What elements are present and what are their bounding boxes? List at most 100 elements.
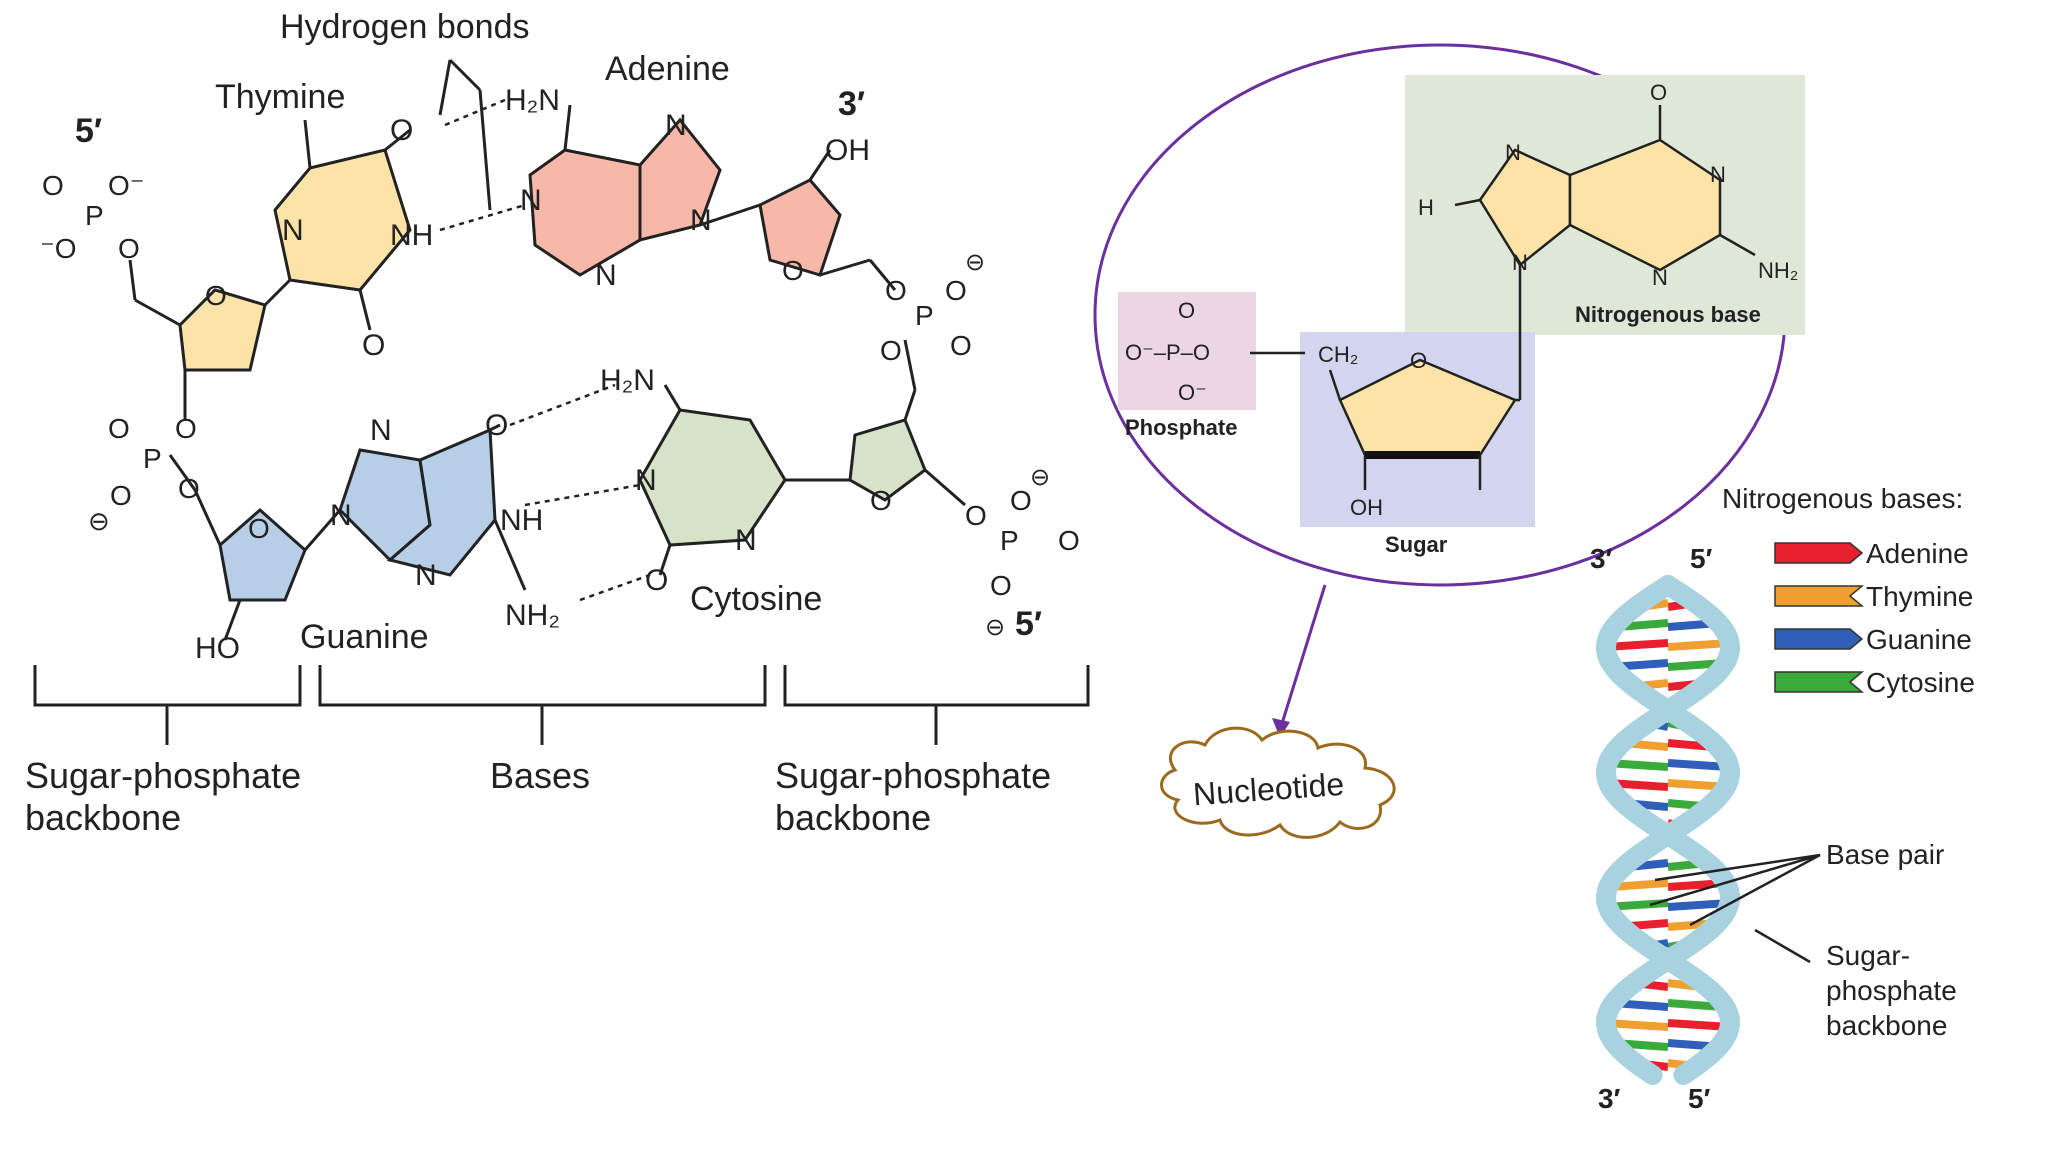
legend-swatch-cytosine xyxy=(1774,671,1865,693)
chem-o: O xyxy=(1010,485,1032,516)
backbone-line3: backbone xyxy=(1826,1010,1947,1041)
nucleotide-cloud xyxy=(1160,726,1396,839)
chem-o: O xyxy=(645,564,668,597)
adenine-six-ring xyxy=(528,148,642,277)
nt-chem-n: N xyxy=(1512,250,1528,275)
nt-chem-oh: OH xyxy=(1350,495,1383,520)
legend-label-guanine: Guanine xyxy=(1866,624,1972,655)
nt-chem-n: N xyxy=(1505,140,1521,165)
helix-bottom-5-label: 5′ xyxy=(1688,1083,1711,1114)
chem-o: O xyxy=(485,409,508,442)
phosphate-label: Phosphate xyxy=(1125,415,1237,440)
legend-label-thymine: Thymine xyxy=(1866,581,1973,612)
phosphate-box xyxy=(1118,292,1256,410)
helix-base-half xyxy=(1605,1019,1669,1031)
sugar-label: Sugar xyxy=(1385,532,1448,557)
chem-o: O xyxy=(945,275,967,306)
sugar-adenine xyxy=(758,178,842,277)
nt-chem-o: O xyxy=(1178,298,1195,323)
chem-charge: ⊖ xyxy=(965,249,985,276)
helix-pointers xyxy=(1649,853,1821,964)
phosphate-formula: O⁻–P–O xyxy=(1125,340,1210,365)
sugar-thymine xyxy=(178,288,267,372)
right-backbone-line1: Sugar-phosphate xyxy=(775,755,1051,796)
chem-nh: NH xyxy=(390,219,433,252)
callout-arrowhead xyxy=(1272,718,1290,738)
cytosine-ring xyxy=(638,408,787,547)
base-pair-label: Base pair xyxy=(1826,839,1944,870)
helix-top-3-label: 3′ xyxy=(1590,543,1613,574)
left-backbone-line2: backbone xyxy=(25,797,181,838)
five-prime-bottom-label: 5′ xyxy=(1015,605,1042,643)
chem-o: O xyxy=(110,480,132,511)
chem-charge: ⊖ xyxy=(1030,464,1050,491)
left-backbone-line1: Sugar-phosphate xyxy=(25,755,301,796)
chem-h2n: H₂N xyxy=(505,84,560,117)
helix-base-half xyxy=(1606,639,1669,651)
nitrogenous-base-label: Nitrogenous base xyxy=(1575,302,1761,327)
right-backbone-line2: backbone xyxy=(775,797,931,838)
chem-p: P xyxy=(143,443,162,474)
chem-oh: OH xyxy=(825,134,870,167)
nt-chem-n: N xyxy=(1710,162,1726,187)
chem-o: O xyxy=(248,513,270,544)
sugar-guanine xyxy=(218,508,307,602)
chem-o: O xyxy=(205,280,227,311)
brackets xyxy=(33,665,1090,745)
chem-o: O xyxy=(108,413,130,444)
guanine-label: Guanine xyxy=(300,618,429,656)
legend-label-adenine: Adenine xyxy=(1866,538,1969,569)
chem-h2n: H₂N xyxy=(600,364,655,397)
chem-minus-o: ⁻O xyxy=(40,233,77,264)
nt-chem-ch2: CH₂ xyxy=(1318,342,1358,367)
backbone-line2: phosphate xyxy=(1826,975,1957,1006)
chem-n: N xyxy=(282,214,304,247)
chem-p: P xyxy=(85,200,104,231)
chem-n: N xyxy=(330,499,352,532)
nt-chem-n: N xyxy=(1652,265,1668,290)
chem-o-minus: O⁻ xyxy=(108,170,145,201)
chem-o: O xyxy=(42,170,64,201)
nt-chem-o: O xyxy=(1650,80,1667,105)
base-pair-diagram: O NH N O H₂N N N N N OH O O O O⁻ P ⁻O O … xyxy=(25,8,1090,838)
chem-p: P xyxy=(915,300,934,331)
legend-swatch-guanine xyxy=(1774,628,1864,650)
helix-top-5-label: 5′ xyxy=(1690,543,1713,574)
chem-o: O xyxy=(870,485,892,516)
five-prime-top-label: 5′ xyxy=(75,112,102,150)
sugar-cytosine xyxy=(848,418,927,502)
chem-charge: ⊖ xyxy=(88,506,110,536)
helix-strand-b xyxy=(1596,575,1740,1085)
chem-n: N xyxy=(595,259,617,292)
chem-o: O xyxy=(990,570,1012,601)
chem-o: O xyxy=(782,255,804,286)
chem-o: O xyxy=(118,233,140,264)
nucleotide-callout: O N N H N N NH₂ Nitrogenous base O⁻–P–O … xyxy=(1093,43,1805,839)
helix-base-half xyxy=(1667,759,1729,771)
three-prime-top-label: 3′ xyxy=(838,85,865,123)
chem-labels: O NH N O H₂N N N N N OH O O O O⁻ P ⁻O O … xyxy=(40,84,1080,665)
nt-chem-h: H xyxy=(1418,195,1434,220)
chem-n: N xyxy=(690,204,712,237)
thymine-label: Thymine xyxy=(215,78,345,116)
hydrogen-bonds-label: Hydrogen bonds xyxy=(280,8,530,46)
chem-o: O xyxy=(178,473,200,504)
helix-base-half xyxy=(1667,639,1730,651)
legend-label-cytosine: Cytosine xyxy=(1866,667,1975,698)
chem-n: N xyxy=(735,524,757,557)
chem-n: N xyxy=(665,109,687,142)
legend-title: Nitrogenous bases: xyxy=(1722,483,1963,514)
chem-o: O xyxy=(950,330,972,361)
chem-o: O xyxy=(885,275,907,306)
chem-charge: ⊖ xyxy=(985,614,1005,641)
chem-nh: NH xyxy=(500,504,543,537)
cytosine-label: Cytosine xyxy=(690,580,822,618)
chem-nh2: NH₂ xyxy=(505,599,560,632)
chem-n: N xyxy=(370,414,392,447)
legend-swatch-thymine xyxy=(1774,585,1865,607)
legend-swatch-adenine xyxy=(1774,542,1864,564)
helix-panel: Nitrogenous bases: AdenineThymineGuanine… xyxy=(1590,483,1975,1114)
chem-o: O xyxy=(965,500,987,531)
sugar-ring xyxy=(1338,358,1517,457)
